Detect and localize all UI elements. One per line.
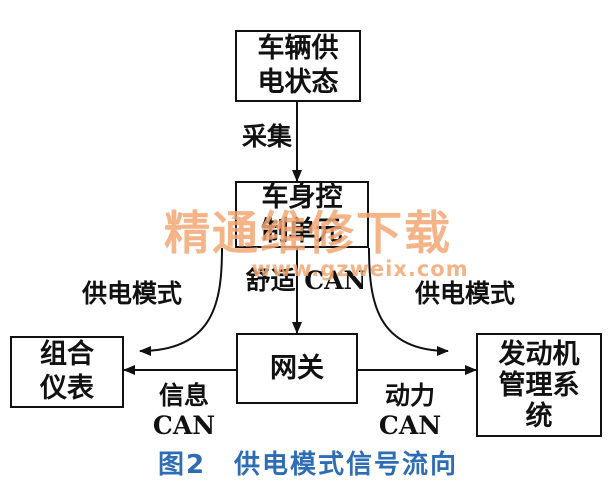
node-cluster: 组合 仪表 bbox=[10, 336, 124, 408]
figure-caption: 图2 供电模式信号流向 bbox=[157, 450, 459, 480]
label-collect: 采集 bbox=[241, 122, 292, 151]
node-ems: 发动机 管理系 统 bbox=[476, 333, 602, 437]
label-comfort-can: 舒适 CAN bbox=[245, 266, 367, 295]
label-power-mode-right: 供电模式 bbox=[414, 279, 515, 308]
arrow-bcm-to-ems-curve bbox=[368, 247, 449, 356]
watermark-logo: 精通维修下载 bbox=[164, 206, 452, 260]
node-power-state: 车辆供 电状态 bbox=[235, 30, 361, 102]
label-power-can: 动力 CAN bbox=[378, 381, 442, 440]
arrow-bcm-to-cluster-curve bbox=[139, 247, 223, 356]
label-info-can: 信息 CAN bbox=[152, 381, 216, 440]
node-gateway: 网关 bbox=[236, 333, 358, 404]
watermark-url: www.gzweix.com bbox=[251, 257, 469, 281]
label-power-mode-left: 供电模式 bbox=[81, 279, 182, 308]
node-bcm: 车身控 制单元 bbox=[235, 181, 369, 248]
